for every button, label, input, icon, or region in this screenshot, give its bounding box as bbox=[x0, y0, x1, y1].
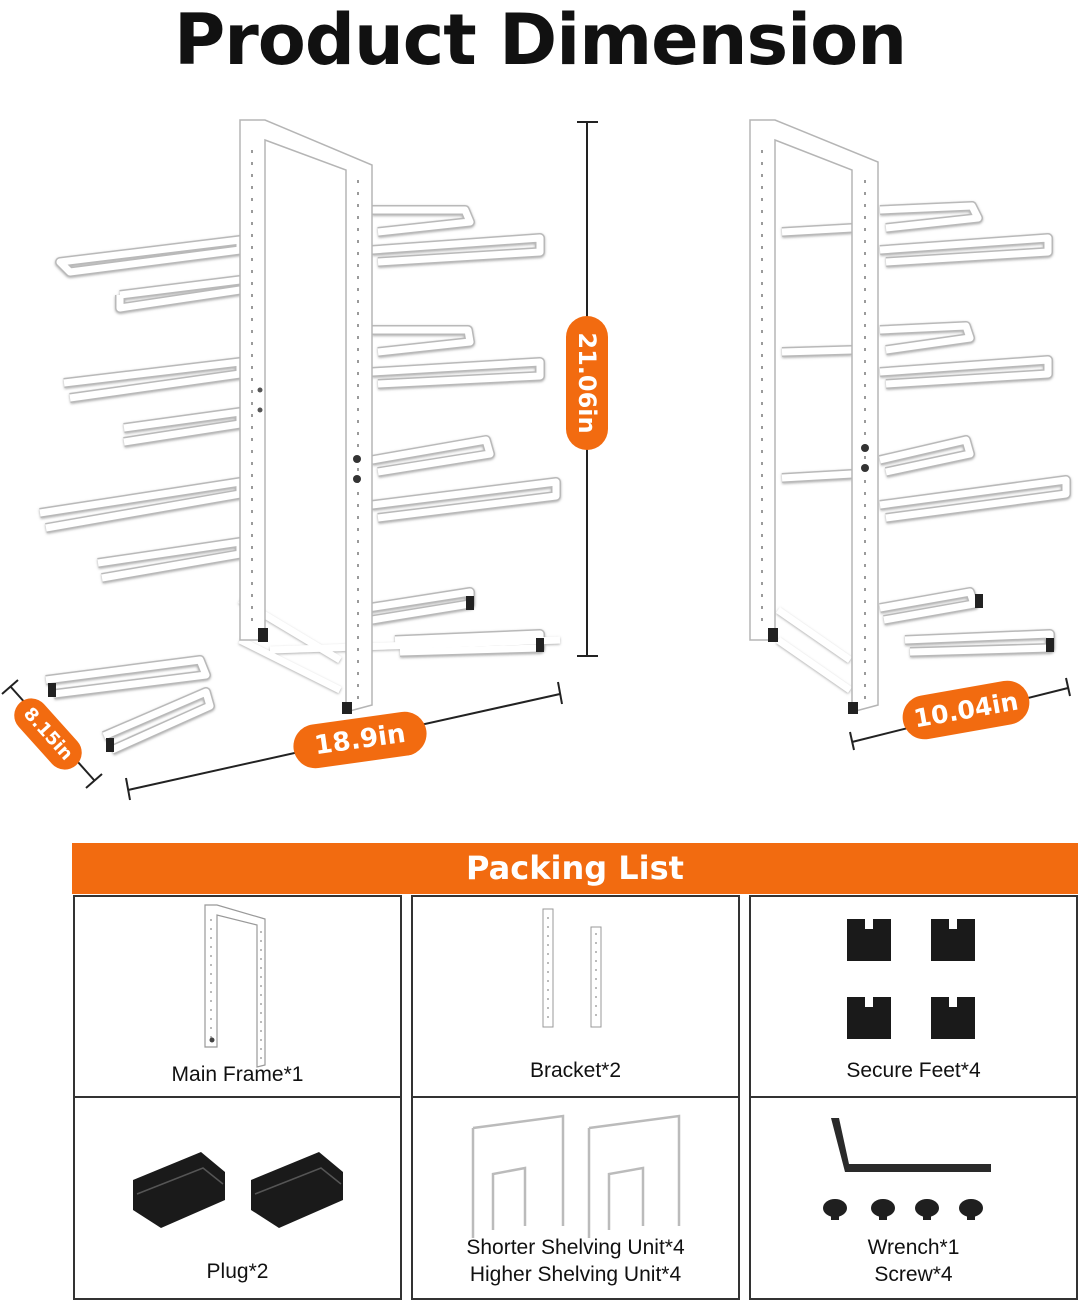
pan-rack-compact bbox=[776, 201, 1071, 693]
item-label: Main Frame*1 bbox=[171, 1063, 304, 1086]
item-label: Bracket*2 bbox=[529, 1059, 622, 1082]
page-title: Product Dimension bbox=[173, 0, 907, 81]
width-badge: 18.9in bbox=[293, 711, 427, 769]
narrow-width-badge: 10.04in bbox=[902, 680, 1030, 740]
packing-item-shelving-unit: Shorter Shelving Unit*4 Higher Shelving … bbox=[411, 1096, 740, 1300]
packing-item-main-frame: Main Frame*1 bbox=[73, 895, 402, 1099]
height-label: 21.06in bbox=[573, 332, 601, 433]
item-label: Plug*2 bbox=[206, 1260, 269, 1283]
main-frame-icon bbox=[204, 904, 266, 1068]
shelving-unit-icon bbox=[471, 1114, 681, 1238]
pan-rack-expanded bbox=[39, 205, 561, 755]
wrench-screw-icon bbox=[823, 1118, 991, 1220]
bracket-icon bbox=[542, 908, 602, 1028]
plug-icon bbox=[133, 1152, 343, 1228]
packing-item-secure-feet: Secure Feet*4 bbox=[749, 895, 1078, 1099]
item-label: Higher Shelving Unit*4 bbox=[469, 1263, 682, 1286]
item-label: Screw*4 bbox=[874, 1263, 953, 1286]
main-frame-right bbox=[749, 119, 1054, 714]
secure-feet-icon bbox=[847, 919, 975, 1039]
product-dimension-diagram: 21.06in 18.9in 8.15in 10.04in bbox=[1, 119, 1071, 801]
packing-item-plug: Plug*2 bbox=[73, 1096, 402, 1300]
main-frame-left bbox=[48, 119, 544, 752]
item-label: Wrench*1 bbox=[867, 1236, 960, 1259]
packing-item-bracket: Bracket*2 bbox=[411, 895, 740, 1099]
packing-list-header: Packing List bbox=[72, 843, 1078, 894]
depth-badge: 8.15in bbox=[14, 698, 82, 770]
packing-item-wrench-screw: Wrench*1 Screw*4 bbox=[749, 1096, 1078, 1300]
height-badge: 21.06in bbox=[566, 316, 608, 450]
item-label: Secure Feet*4 bbox=[846, 1059, 981, 1082]
packing-list: Packing List Main Frame*1 Bracket*2 bbox=[72, 843, 1078, 1300]
item-label: Shorter Shelving Unit*4 bbox=[466, 1236, 685, 1259]
